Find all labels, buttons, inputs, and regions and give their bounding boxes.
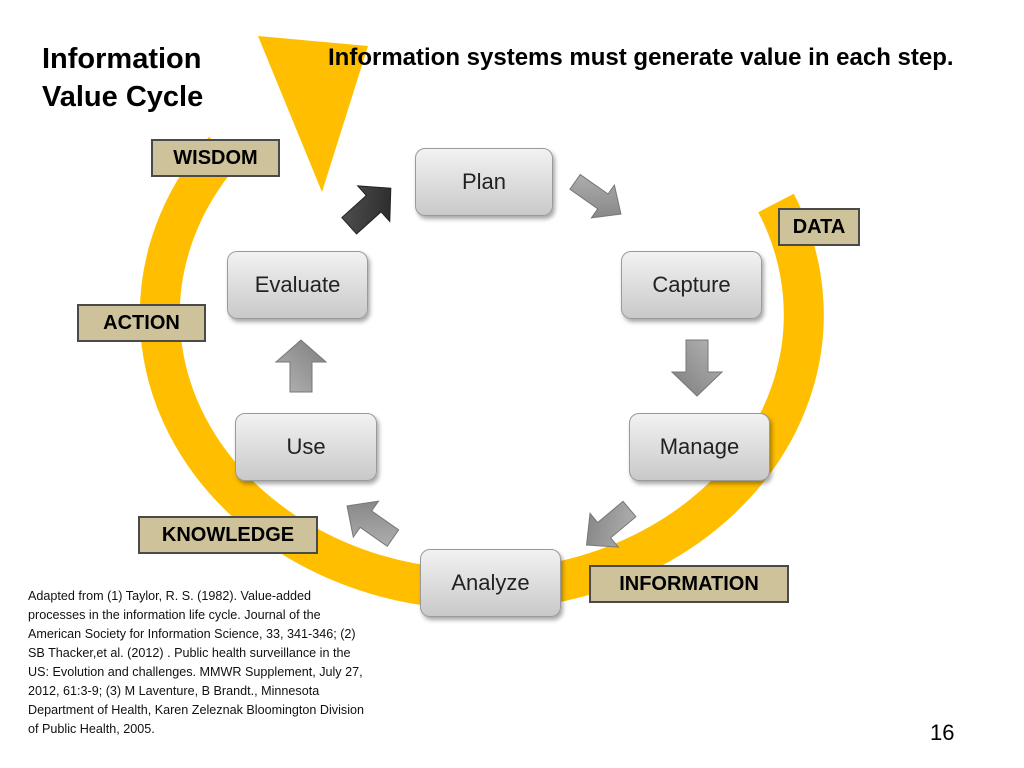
- tag-wisdom: WISDOM: [151, 139, 280, 177]
- arrow-plan-to-capture: [569, 173, 622, 219]
- arrow-manage-to-analyze: [585, 500, 637, 548]
- citation-text: Adapted from (1) Taylor, R. S. (1982). V…: [28, 589, 365, 736]
- slide-title: Information Value Cycle: [42, 40, 262, 116]
- tag-knowledge: KNOWLEDGE: [138, 516, 318, 554]
- step-capture[interactable]: Capture: [621, 251, 762, 319]
- step-evaluate[interactable]: Evaluate: [227, 251, 368, 319]
- tag-data: DATA: [778, 208, 860, 246]
- step-use[interactable]: Use: [235, 413, 377, 481]
- arrow-evaluate-to-plan: [341, 185, 392, 235]
- step-manage[interactable]: Manage: [629, 413, 770, 481]
- arrow-analyze-to-use: [346, 500, 400, 547]
- value-cycle-arrow-head: [258, 36, 368, 192]
- step-analyze[interactable]: Analyze: [420, 549, 561, 617]
- page-number: 16: [930, 720, 955, 745]
- tag-information: INFORMATION: [589, 565, 789, 603]
- slide-title-line2: Value Cycle: [42, 81, 204, 113]
- step-plan[interactable]: Plan: [415, 148, 553, 216]
- arrow-use-to-evaluate: [274, 339, 328, 393]
- slide-title-line1: Information: [42, 43, 202, 75]
- arrow-capture-to-manage: [670, 339, 724, 397]
- slide-headline: Information systems must generate value …: [328, 44, 954, 71]
- tag-action: ACTION: [77, 304, 206, 342]
